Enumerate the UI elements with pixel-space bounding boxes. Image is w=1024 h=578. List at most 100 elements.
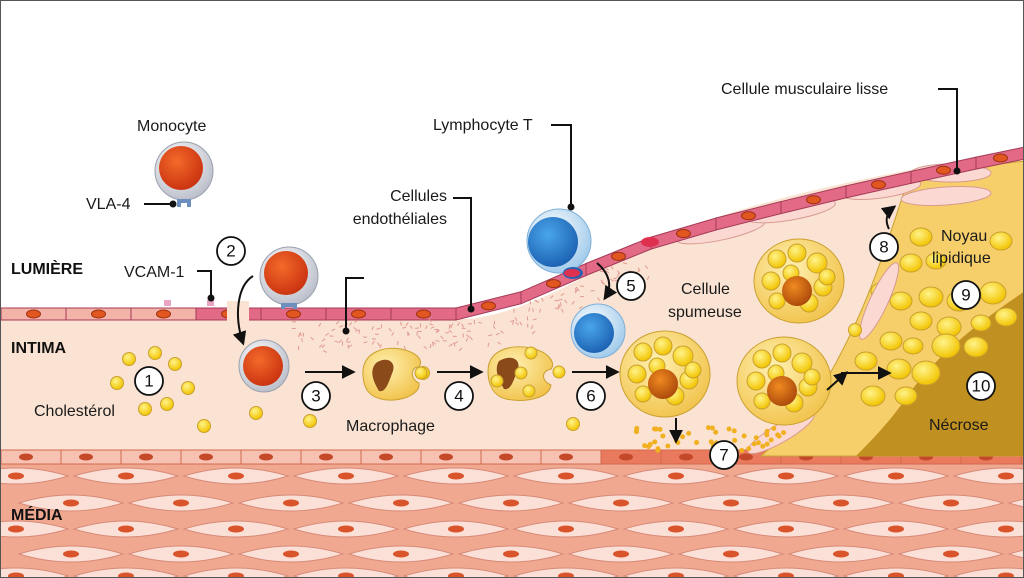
foam-cell <box>619 330 711 418</box>
media-cell-nucleus <box>8 472 24 480</box>
foam-cell-nucleus <box>767 376 797 406</box>
step-badge-4: 4 <box>444 381 474 411</box>
media-cell-nucleus <box>503 499 519 507</box>
fleck <box>597 297 601 302</box>
label-cholesterol: Cholestérol <box>34 403 115 420</box>
step-badge-number: 7 <box>719 446 728 465</box>
lipid-spill-dot <box>764 428 770 434</box>
media-cell-nucleus <box>8 572 24 577</box>
lipid-spill-dot <box>652 439 658 445</box>
lipid-droplet <box>806 252 828 274</box>
lipid-spill-dot <box>741 433 747 439</box>
media-cell <box>1 467 70 485</box>
fleck <box>409 325 413 330</box>
label-lipid-core-1: Noyau <box>941 228 987 245</box>
media-cell <box>952 467 1023 485</box>
lamina-nucleus <box>319 453 333 461</box>
media-cell-nucleus <box>228 472 244 480</box>
lamina-nucleus <box>739 453 753 461</box>
fleck <box>477 321 483 324</box>
step-badge-9: 9 <box>951 280 981 310</box>
monocyte-cell <box>154 141 214 207</box>
lipid-droplet <box>787 243 807 263</box>
lipid-droplet <box>767 249 787 269</box>
endothelial-nucleus <box>286 309 301 319</box>
endothelial-cells <box>1 146 1023 321</box>
lipid-spill-dot <box>746 446 752 452</box>
media-cell-nucleus <box>668 472 684 480</box>
step-badge-circle <box>966 371 996 401</box>
label-necrosis: Nécrose <box>929 417 989 434</box>
cholesterol-droplet <box>138 402 152 416</box>
lipid-spill-dot <box>634 429 640 435</box>
fleck <box>579 305 583 310</box>
lipid-droplet <box>772 343 792 363</box>
lamina-nucleus <box>259 453 273 461</box>
fleck <box>530 325 534 330</box>
media-cell-nucleus <box>118 472 134 480</box>
fleck <box>610 265 614 270</box>
fleck <box>397 340 399 345</box>
step-badge-circle <box>216 236 246 266</box>
fleck <box>532 318 537 321</box>
lipid-droplet <box>634 385 652 403</box>
fleck <box>377 342 381 347</box>
fleck <box>363 341 368 344</box>
media-cell-nucleus <box>283 550 299 558</box>
fleck <box>445 331 450 334</box>
lipid-droplet <box>803 368 821 386</box>
fleck <box>388 327 392 332</box>
fleck <box>301 337 303 342</box>
fleck <box>371 326 374 331</box>
fleck <box>346 337 349 342</box>
fleck <box>423 345 428 350</box>
step-badge-circle <box>951 280 981 310</box>
lipid-spill-dot <box>731 428 737 434</box>
fleck <box>541 297 544 302</box>
fleck <box>435 340 440 342</box>
core-lipid-droplet <box>899 253 923 273</box>
lamina-nucleus <box>499 453 513 461</box>
fleck <box>405 322 409 327</box>
lamina-nucleus <box>19 453 33 461</box>
lipid-droplet <box>791 352 813 374</box>
media-cell-nucleus <box>118 525 134 533</box>
fleck <box>497 341 502 345</box>
fleck <box>560 293 565 297</box>
fleck <box>469 336 473 341</box>
fleck <box>349 321 353 326</box>
media-cell-nucleus <box>173 499 189 507</box>
fleck <box>574 289 577 294</box>
lamina-nucleus <box>679 453 693 461</box>
media-cell-nucleus <box>998 525 1014 533</box>
fleck <box>535 299 539 304</box>
media-smooth-muscle-cells <box>1 467 1023 577</box>
lipid-droplet <box>753 392 771 410</box>
core-lipid-droplet <box>979 281 1007 305</box>
lipid-droplet <box>684 361 702 379</box>
core-lipid-droplet <box>894 386 918 406</box>
fleck <box>321 344 326 348</box>
cholesterol-droplet <box>303 414 317 428</box>
lamina-cell <box>1020 449 1023 465</box>
step-badge-number: 4 <box>454 387 463 406</box>
core-lipid-droplet <box>886 358 912 380</box>
step-badge-circle <box>869 232 899 262</box>
media-cell-nucleus <box>778 525 794 533</box>
zone-label-media: MÉDIA <box>11 505 63 524</box>
cholesterol-droplet <box>566 417 580 431</box>
media-cell-nucleus <box>503 550 519 558</box>
core-lipid-droplet <box>909 311 933 331</box>
cholesterol-droplet <box>122 352 136 366</box>
lymphocyte-t-transmigrated <box>570 303 626 359</box>
foam-cell <box>736 336 832 426</box>
endothelial-nucleus <box>611 251 626 261</box>
vcam-molecule <box>207 300 214 306</box>
core-lipid-droplet <box>854 351 878 371</box>
fleck <box>515 321 519 326</box>
fleck <box>355 329 360 332</box>
lipid-spill-dot <box>713 429 719 435</box>
media-cell-nucleus <box>723 499 739 507</box>
